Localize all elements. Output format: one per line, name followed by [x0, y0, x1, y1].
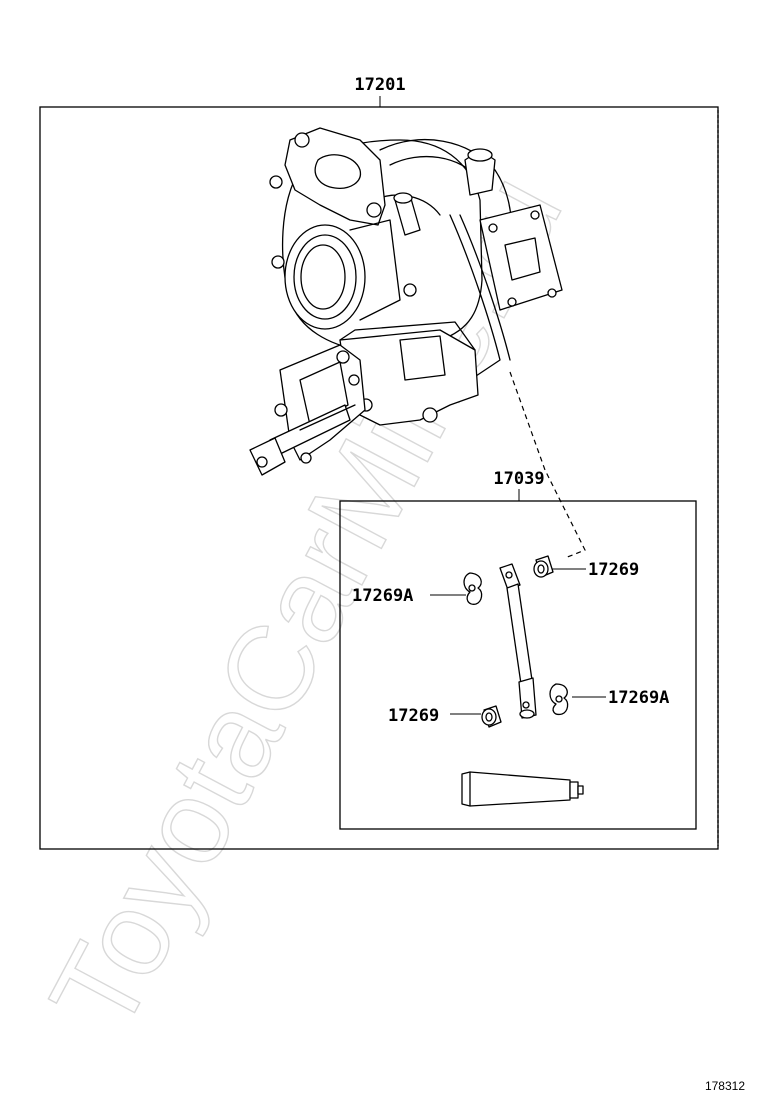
bushing-lower-drawing [481, 705, 502, 728]
grease-tube-drawing [461, 771, 584, 807]
figure-number: 178312 [705, 1079, 745, 1093]
kit-frame [339, 500, 697, 830]
dashed-leader-turbo [509, 371, 586, 559]
callout-17269A-lower[interactable]: 17269A [608, 688, 669, 708]
clip-upper-drawing [463, 572, 483, 605]
clip-lower-drawing [549, 683, 569, 716]
bushing-upper-drawing [533, 555, 554, 578]
actuator-rod-drawing [499, 563, 537, 719]
callout-17269A-upper[interactable]: 17269A [352, 586, 413, 606]
callout-17039[interactable]: 17039 [493, 469, 544, 489]
turbocharger-drawing [249, 127, 563, 476]
callout-17269-upper[interactable]: 17269 [588, 560, 639, 580]
callout-17269-lower[interactable]: 17269 [388, 706, 439, 726]
callout-17201[interactable]: 17201 [354, 75, 405, 95]
